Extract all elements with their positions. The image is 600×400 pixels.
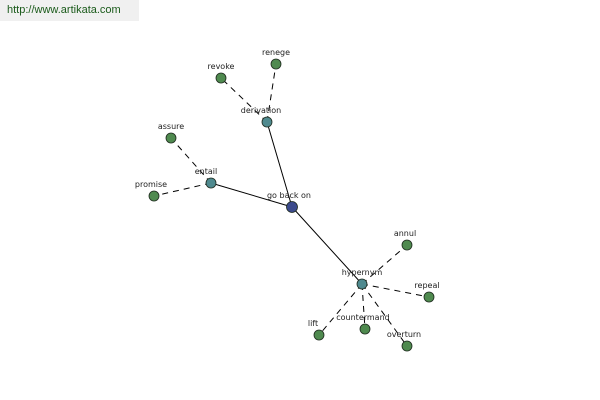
node-label-lift: lift [308, 319, 318, 328]
node-root[interactable] [286, 201, 298, 213]
node-countermand[interactable] [359, 323, 371, 335]
node-label-annul: annul [394, 229, 416, 238]
node-hypernym[interactable] [356, 278, 368, 290]
edge-entail-assure [170, 137, 212, 184]
edge-root-hypernym [291, 206, 363, 285]
node-label-repeal: repeal [414, 281, 439, 290]
node-repeal[interactable] [423, 291, 435, 303]
edge-root-derivation [266, 121, 293, 208]
node-revoke[interactable] [215, 72, 227, 84]
node-label-renege: renege [262, 48, 290, 57]
node-assure[interactable] [165, 132, 177, 144]
edge-hypernym-overturn [361, 283, 408, 347]
node-derivation[interactable] [261, 116, 273, 128]
edge-derivation-renege [266, 63, 277, 123]
node-overturn[interactable] [401, 340, 413, 352]
edge-derivation-revoke [220, 77, 268, 123]
node-label-revoke: revoke [208, 62, 235, 71]
node-label-entail: entail [195, 167, 217, 176]
edge-hypernym-lift [318, 283, 363, 336]
edge-hypernym-annul [361, 244, 408, 285]
node-promise[interactable] [148, 190, 160, 202]
node-label-hypernym: hypernym [342, 268, 383, 277]
node-layer [148, 58, 435, 352]
source-url-banner[interactable]: http://www.artikata.com [0, 0, 139, 21]
edge-hypernym-countermand [361, 283, 366, 330]
node-annul[interactable] [401, 239, 413, 251]
node-label-assure: assure [158, 122, 184, 131]
edge-layer [153, 63, 430, 347]
node-label-derivation: derivation [241, 106, 281, 115]
node-entail[interactable] [205, 177, 217, 189]
node-renege[interactable] [270, 58, 282, 70]
edge-root-entail [210, 182, 293, 208]
node-label-overturn: overturn [387, 330, 421, 339]
edge-entail-promise [153, 182, 212, 197]
node-label-root: go back on [267, 191, 311, 200]
label-layer: go back on derivation entail hypernym revoke… [135, 48, 440, 339]
node-label-promise: promise [135, 180, 167, 189]
edge-hypernym-repeal [361, 283, 430, 298]
node-label-countermand: countermand [336, 313, 389, 322]
node-lift[interactable] [313, 329, 325, 341]
